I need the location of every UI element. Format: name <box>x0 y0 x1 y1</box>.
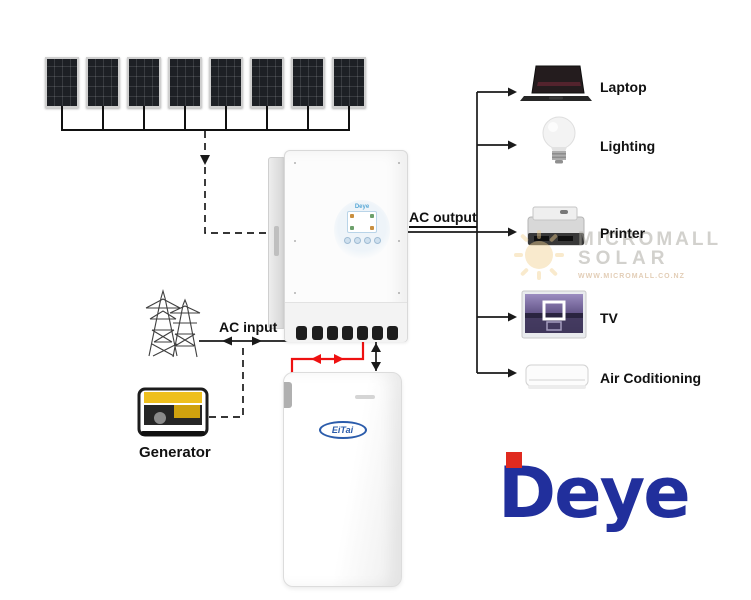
air-conditioner-icon <box>525 364 589 389</box>
lightbulb-icon <box>542 116 576 164</box>
battery-arrow-down-icon <box>371 362 381 371</box>
load-label-air-conditioning: Air Coditioning <box>600 370 702 386</box>
battery-dc-red-wire <box>290 338 365 373</box>
eitai-logo: EiTai <box>318 421 367 439</box>
solar-panel-icon <box>127 57 161 130</box>
battery-arrow-up-icon <box>371 343 381 352</box>
inverter-connector <box>296 326 307 340</box>
tv-icon <box>521 290 587 339</box>
load-label-printer: Printer <box>600 225 646 241</box>
load-arrow-ac-icon <box>508 368 517 378</box>
load-arrow-laptop-icon <box>508 87 517 97</box>
battery: EiTai <box>283 372 402 587</box>
generator-wire <box>209 344 244 418</box>
solar-panel-icon <box>45 57 79 130</box>
inverter-connector <box>372 326 383 340</box>
inverter-screen <box>347 211 377 233</box>
inverter-display: Deye <box>334 200 390 260</box>
load-arrow-lighting-icon <box>508 140 517 150</box>
inverter-connector <box>312 326 323 340</box>
battery-brand-text: EiTai <box>331 425 354 435</box>
ac-input-label: AC input <box>219 319 278 335</box>
load-label-laptop: Laptop <box>600 79 647 95</box>
load-arrow-tv-icon <box>508 312 517 322</box>
printer-icon <box>527 206 585 246</box>
solar-panel-icon <box>332 57 366 130</box>
load-arrow-printer-icon <box>508 227 517 237</box>
deye-logo-red-square-icon <box>506 452 522 468</box>
solar-array <box>45 57 366 130</box>
battery-handle <box>284 382 292 408</box>
load-bus-wire <box>476 91 508 374</box>
battery-red-arrow-left-icon <box>311 354 321 364</box>
inverter-connector <box>327 326 338 340</box>
ac-output-label: AC output <box>409 209 477 228</box>
solar-panel-icon <box>209 57 243 130</box>
solar-panel-icon <box>250 57 284 130</box>
inverter-buttons <box>343 237 381 244</box>
laptop-icon <box>520 65 592 101</box>
ac-input-arrow-right-icon <box>252 336 262 346</box>
deye-logo-text: Deye <box>498 452 691 534</box>
load-label-tv: TV <box>600 310 618 326</box>
pv-to-inverter-wire <box>204 131 266 234</box>
solar-panel-icon <box>86 57 120 130</box>
generator-icon <box>137 387 209 437</box>
solar-panel-icon <box>168 57 202 130</box>
solar-panel-icon <box>291 57 325 130</box>
inverter-connector <box>357 326 368 340</box>
pv-arrow-down-icon <box>200 155 210 165</box>
generator-label: Generator <box>139 444 211 461</box>
grid-towers-icon <box>145 288 201 358</box>
load-label-lighting: Lighting <box>600 138 656 154</box>
deye-logo: Deye <box>498 450 710 546</box>
inverter-connector <box>342 326 353 340</box>
battery-red-arrow-right-icon <box>334 354 344 364</box>
inverter-brand-text: Deye <box>354 204 370 210</box>
battery-model-text <box>355 395 375 399</box>
ac-input-arrow-left-icon <box>222 336 232 346</box>
pv-bus-line <box>61 129 350 131</box>
inverter-connector <box>387 326 398 340</box>
